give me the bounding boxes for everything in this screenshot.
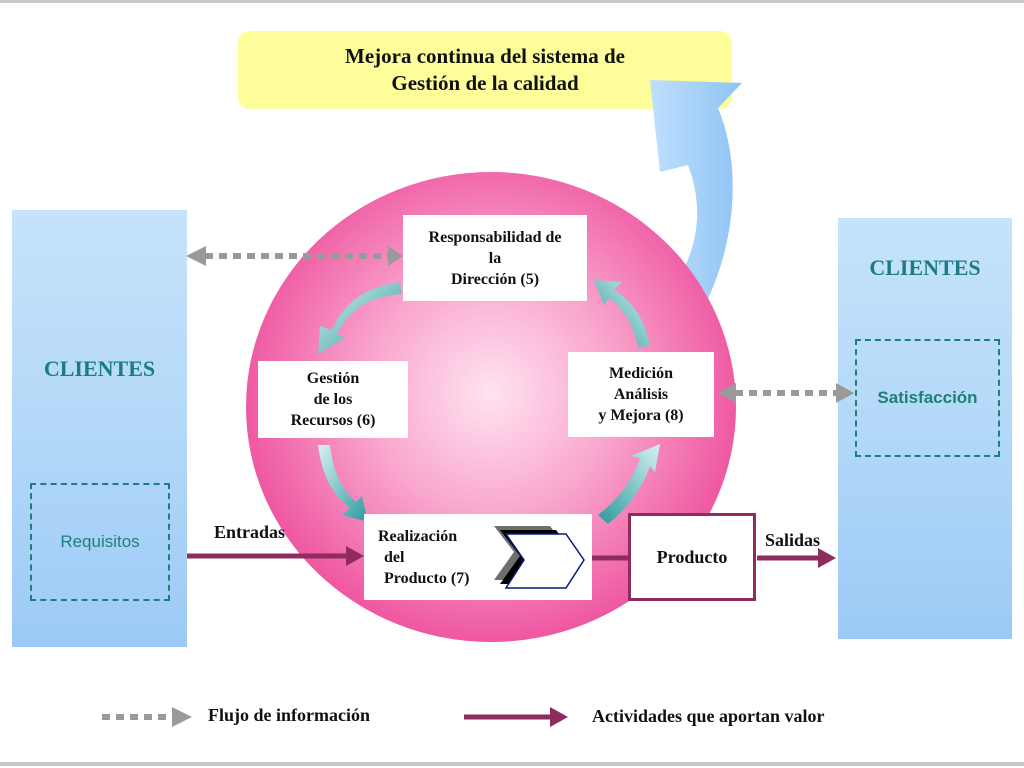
management-responsibility-box: Responsabilidad de la Dirección (5)	[403, 215, 587, 301]
satisfaction-box: Satisfacción	[855, 339, 1000, 457]
requirements-box: Requisitos	[30, 483, 170, 601]
realization-line-2: del	[384, 548, 405, 566]
title-line-2: Gestión de la calidad	[391, 71, 579, 95]
process-chevron-icon	[494, 526, 585, 589]
measurement-line-2: Análisis	[613, 386, 669, 403]
realization-line-1: Realización	[378, 527, 458, 545]
outputs-value-arrow-icon	[757, 548, 836, 568]
realization-line-3: Producto (7)	[384, 569, 470, 587]
right-clients-title: CLIENTES	[869, 255, 981, 280]
cycle-arrow-to-management-icon	[594, 280, 650, 348]
management-line-3: Dirección (5)	[450, 270, 540, 288]
legend-info-flow-label: Flujo de información	[208, 705, 370, 725]
inputs-label: Entradas	[214, 522, 286, 542]
info-flow-arrow-right-icon	[718, 383, 854, 403]
improvement-title-box: Mejora continua del sistema de Gestión d…	[238, 31, 732, 109]
left-clients-panel	[12, 210, 187, 647]
resources-line-3: Recursos (6)	[290, 412, 376, 429]
left-clients-title: CLIENTES	[43, 356, 156, 381]
measurement-analysis-box: Medición Análisis y Mejora (8)	[568, 352, 714, 437]
measurement-line-3: y Mejora (8)	[598, 407, 684, 424]
resource-management-box: Gestión de los Recursos (6)	[258, 361, 408, 438]
resources-line-2: de los	[313, 391, 353, 408]
inputs-value-arrow-icon	[187, 546, 364, 566]
legend-value-activities-icon	[464, 707, 568, 727]
measurement-line-1: Medición	[609, 365, 673, 382]
cycle-arrow-to-measurement-icon	[598, 444, 660, 524]
top-border	[0, 0, 1024, 3]
cycle-arrow-to-realization-icon	[318, 445, 368, 522]
product-box: Producto	[628, 513, 756, 601]
management-line-2: la	[488, 249, 502, 267]
legend-info-flow-icon	[102, 707, 192, 727]
cycle-arrow-to-resources-icon	[318, 282, 402, 354]
info-flow-arrow-left-icon	[186, 246, 403, 266]
continuous-improvement-arrow	[650, 80, 742, 315]
outputs-label: Salidas	[765, 530, 821, 550]
bottom-border	[0, 762, 1024, 766]
right-clients-panel	[838, 218, 1012, 639]
legend-value-activities-label: Actividades que aportan valor	[592, 706, 825, 726]
management-line-1: Responsabilidad de	[428, 228, 562, 246]
title-line-1: Mejora continua del sistema de	[345, 44, 625, 68]
resources-line-1: Gestión	[306, 370, 360, 387]
